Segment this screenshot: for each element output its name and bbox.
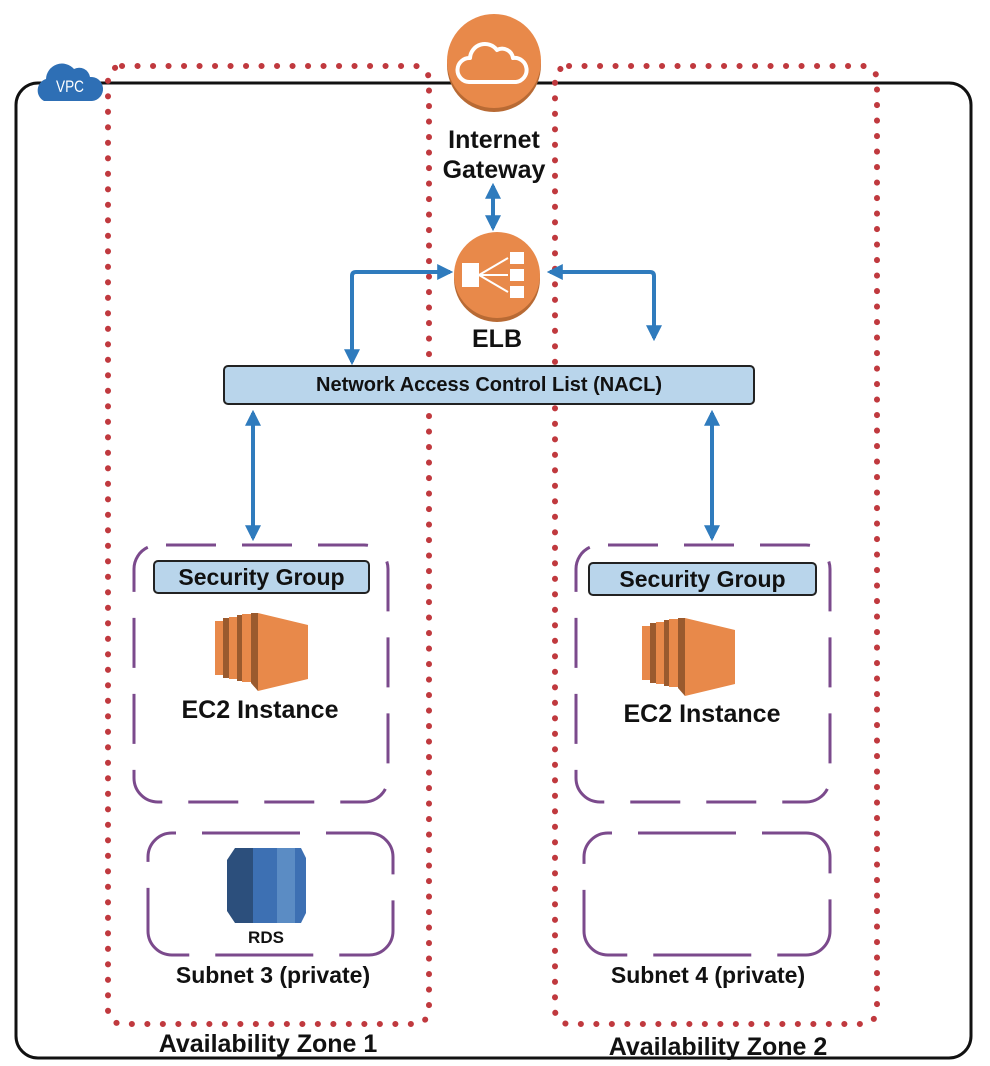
ec2-instance-icon <box>215 613 308 691</box>
nacl-label: Network Access Control List (NACL) <box>316 373 662 396</box>
elb-load-balancer-icon <box>454 232 540 322</box>
availability-zone-2-label: Availability Zone 2 <box>608 1033 828 1061</box>
availability-zone-2-boundary <box>552 63 880 1027</box>
subnet-3-boundary <box>146 831 395 957</box>
availability-zone-1-label: Availability Zone 1 <box>158 1030 378 1058</box>
rds-database-icon <box>227 848 306 923</box>
nacl-box: Network Access Control List (NACL) <box>223 365 755 405</box>
ec2-instance-1-label: EC2 Instance <box>181 696 339 724</box>
subnet-4-label: Subnet 4 (private) <box>610 962 806 988</box>
internet-gateway-icon <box>447 14 541 112</box>
security-group-2-label: Security Group <box>619 565 786 592</box>
vpc-label: VPC <box>56 77 84 96</box>
ec2-instance-icon <box>642 618 735 696</box>
ec2-instance-2-label: EC2 Instance <box>623 700 781 728</box>
arrow-elb-nacl-right <box>546 264 662 342</box>
security-group-1-label: Security Group <box>178 563 345 590</box>
security-group-1-header: Security Group <box>153 560 370 594</box>
subnet-3-label: Subnet 3 (private) <box>175 962 371 988</box>
elb-label: ELB <box>472 325 522 353</box>
security-group-2-boundary <box>574 543 832 804</box>
security-group-1-boundary <box>132 543 390 804</box>
internet-gateway-label-line2: Gateway <box>442 156 546 184</box>
rds-label: RDS <box>248 928 284 947</box>
internet-gateway-label-line1: Internet <box>448 126 540 154</box>
subnet-4-boundary <box>582 831 832 957</box>
vpc-cloud-icon <box>37 63 104 101</box>
security-group-2-header: Security Group <box>588 562 817 596</box>
availability-zone-1-boundary <box>105 63 432 1027</box>
arrow-elb-nacl-left <box>344 264 454 366</box>
